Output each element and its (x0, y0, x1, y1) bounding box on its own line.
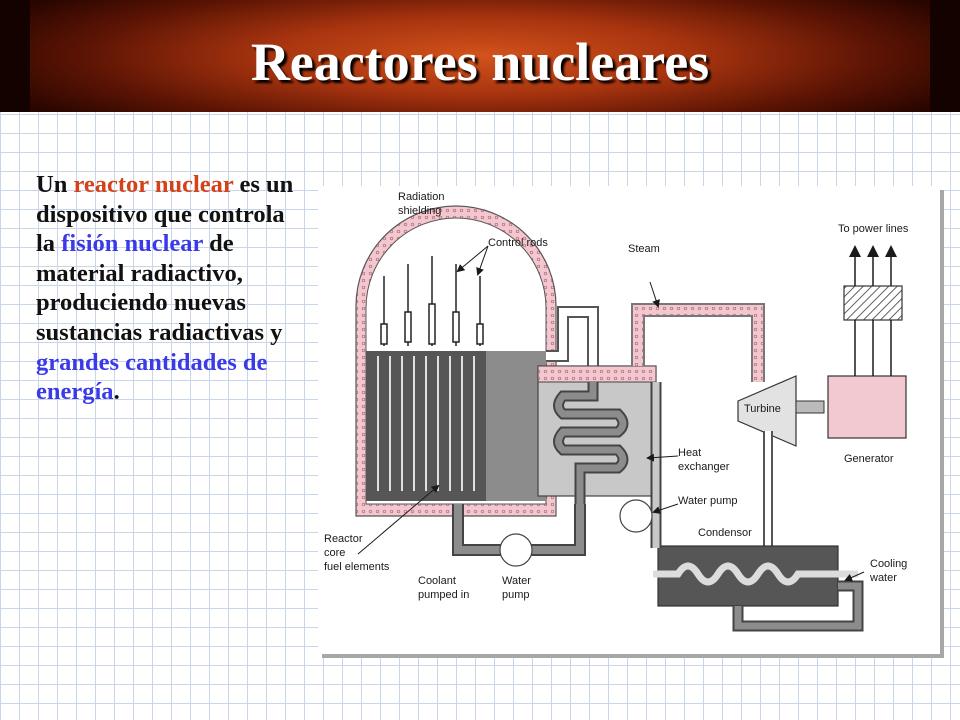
transformer (843, 285, 903, 321)
power-line-wires (849, 245, 897, 376)
fuel-elements (377, 356, 475, 491)
label-water-pump-lower-1: Water (502, 575, 531, 587)
label-radiation-shielding-2: shielding (398, 205, 441, 217)
term-fision-nuclear: fisión nuclear (61, 230, 203, 258)
term-grandes-cantidades: grandes cantidades de energía (36, 348, 268, 406)
label-coolant-2: pumped in (418, 589, 469, 601)
label-heat-exchanger-2: exchanger (678, 461, 730, 473)
label-control-rods: Control rods (488, 237, 548, 249)
term-reactor-nuclear: reactor nuclear (73, 171, 234, 198)
feedwater-pump (619, 499, 653, 533)
label-cooling-water-2: water (869, 572, 897, 584)
label-heat-exchanger-1: Heat (678, 447, 701, 459)
control-rods (380, 256, 484, 346)
label-cooling-water-1: Cooling (870, 558, 907, 570)
label-reactor-core-3: fuel elements (324, 561, 390, 573)
reactor-diagram: Radiation shielding Control rods Steam T… (318, 186, 940, 654)
label-coolant-1: Coolant (418, 575, 456, 587)
generator (827, 375, 907, 439)
text-plain: de material radiactivo, produciendo nuev… (36, 230, 283, 346)
label-water-pump-upper: Water pump (678, 495, 738, 507)
text-plain: Un (36, 171, 74, 198)
label-reactor-core-2: core (324, 547, 345, 559)
turbine (737, 375, 797, 447)
title-bar: Reactores nucleares (0, 0, 960, 112)
label-turbine: Turbine (744, 403, 781, 415)
heat-exchanger-steam-space (537, 365, 657, 383)
label-water-pump-lower-2: pump (502, 589, 530, 601)
text-plain: . (113, 378, 120, 406)
label-generator: Generator (844, 453, 894, 465)
body-text: Un reactor nuclear es un dispositivo que… (36, 170, 306, 407)
label-to-power-lines: To power lines (838, 223, 909, 235)
label-steam: Steam (628, 243, 660, 255)
leader-lines (357, 245, 865, 582)
label-condensor: Condensor (698, 527, 752, 539)
label-radiation-shielding: Radiation (398, 191, 444, 203)
turbine-shaft (795, 400, 825, 414)
text-plain: es un dispositivo que controla la (36, 171, 294, 258)
condensor-coil (653, 562, 858, 586)
label-reactor-core-1: Reactor (324, 533, 363, 545)
coolant-water-pump (499, 533, 533, 567)
slide-title: Reactores nucleares (250, 32, 710, 92)
reactor-diagram-svg: Radiation shielding Control rods Steam T… (324, 191, 909, 632)
reactor-coolant-region (486, 351, 546, 501)
